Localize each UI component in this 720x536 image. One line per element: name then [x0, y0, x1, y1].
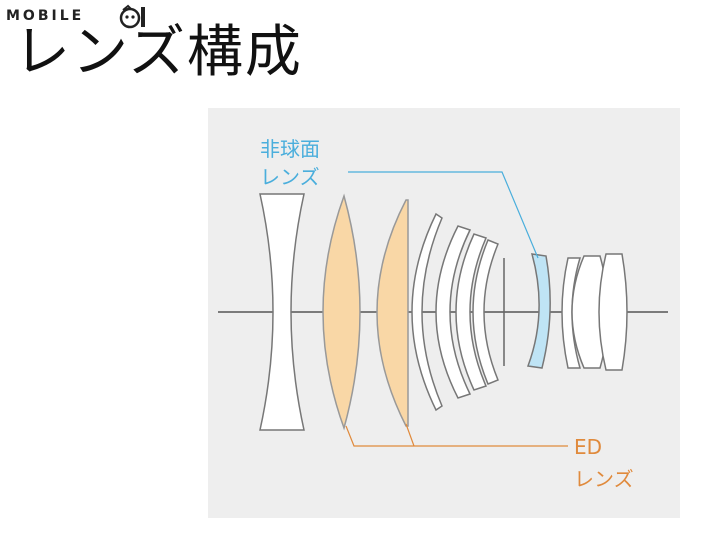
mobile01-logo-icon [119, 4, 145, 29]
ed-label-line2: レンズ [574, 467, 634, 491]
lens-meniscus-1 [411, 212, 443, 412]
lens-rear-3 [598, 253, 628, 371]
ed-lens-2 [376, 199, 409, 427]
lens-meniscus-4 [472, 239, 499, 385]
ed-lens-1 [322, 193, 361, 431]
ed-leader [345, 425, 568, 447]
lens-1 [259, 193, 305, 431]
lens-meniscus-2 [435, 225, 472, 399]
aspherical-label-line1: 非球面 [260, 137, 320, 161]
lens-meniscus-3 [455, 233, 488, 391]
aspherical-label-line2: レンズ [260, 165, 320, 189]
ed-leader-2 [405, 423, 415, 447]
page-title: レンズ構成 [14, 20, 303, 85]
ed-label-line1: ED [574, 435, 602, 459]
aspherical-leader [348, 171, 539, 259]
logo-text: MOBILE [6, 8, 85, 24]
lens-construction-diagram: 非球面 レンズ ED レンズ [208, 108, 680, 518]
aspherical-lens [526, 253, 551, 369]
mobile01-logo[interactable]: MOBILE [6, 4, 166, 30]
